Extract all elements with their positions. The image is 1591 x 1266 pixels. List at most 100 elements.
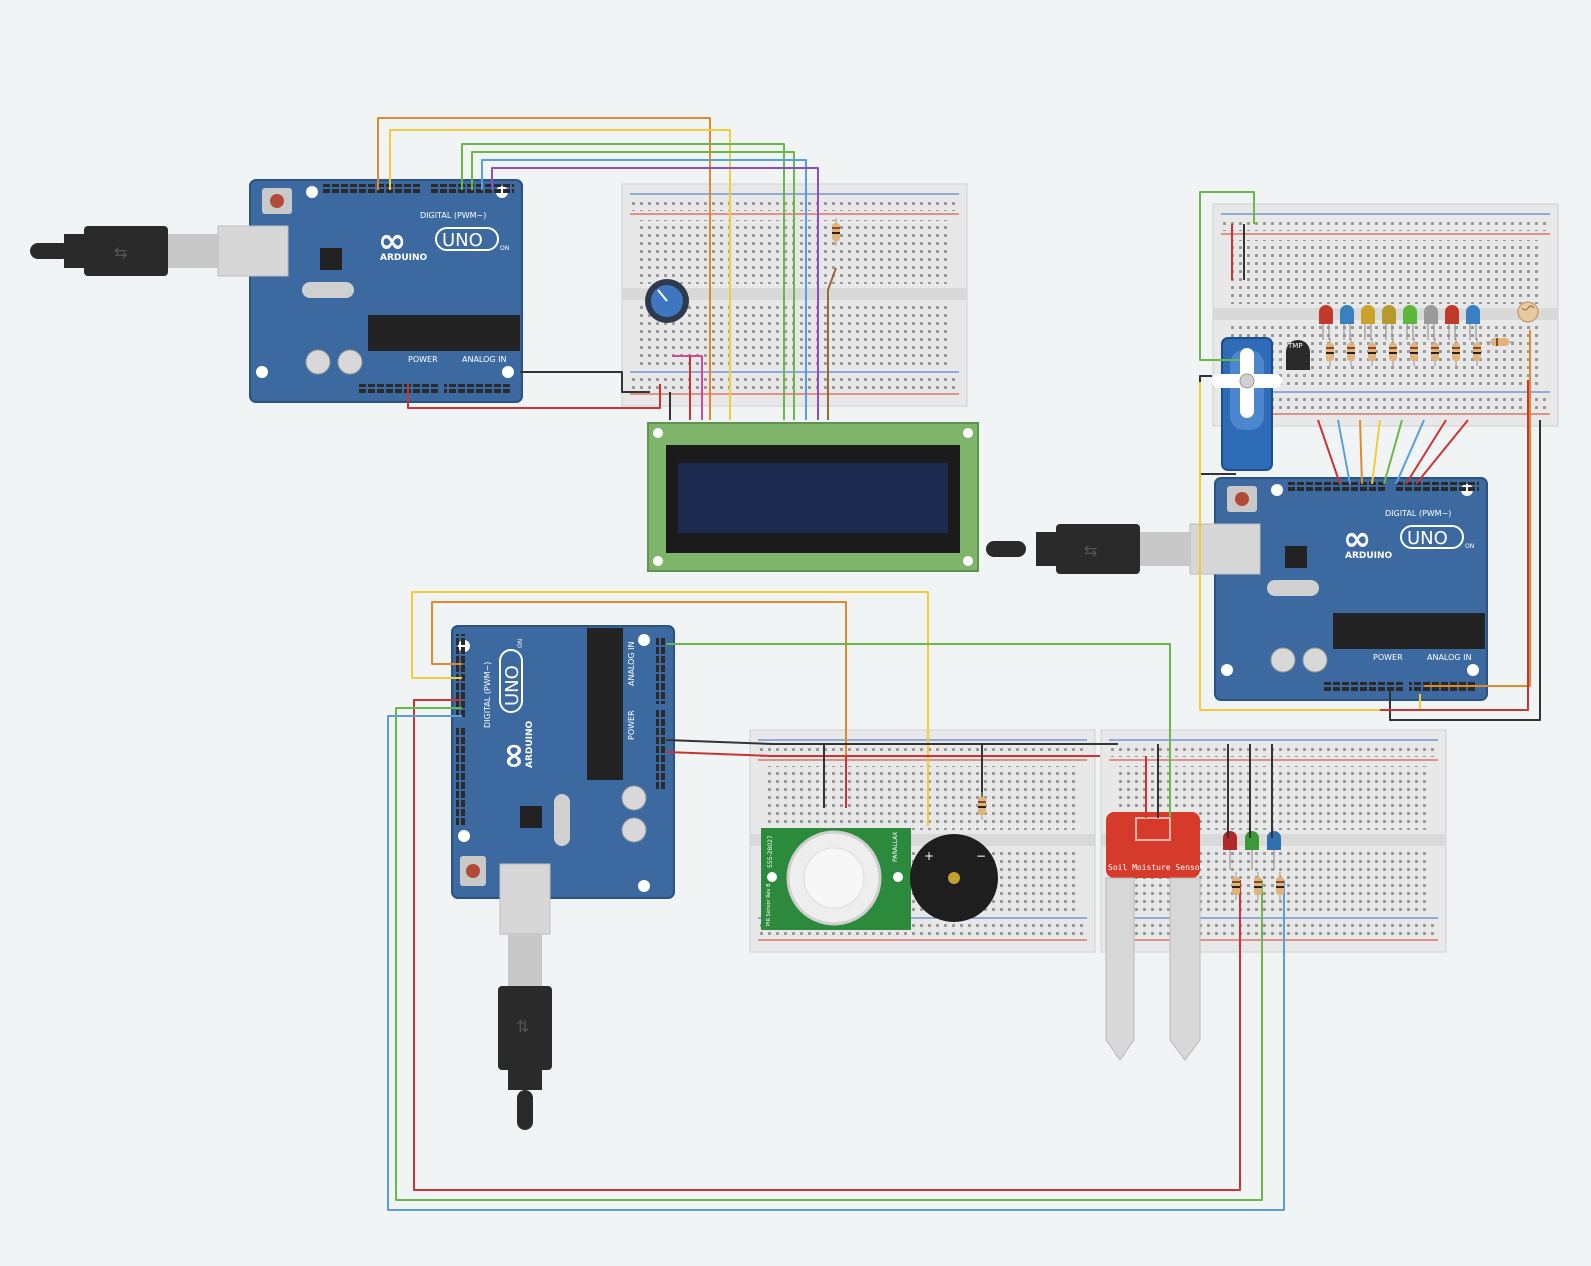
resistor-band: [1326, 347, 1334, 349]
soil-moisture-sensor[interactable]: Soil Moisture Sensor: [1105, 812, 1205, 1061]
wire-green[interactable]: [1383, 419, 1403, 485]
analog-in-label: ANALOG IN: [627, 642, 636, 687]
pir-part-label: 555-28027: [767, 835, 774, 868]
resistor-band: [832, 227, 840, 229]
led-icon: [1319, 305, 1333, 324]
temperature-sensor[interactable]: TMP: [1286, 340, 1310, 370]
resistor-band: [1473, 352, 1481, 354]
wire-black[interactable]: [1389, 420, 1541, 721]
resistor-band: [1473, 347, 1481, 349]
resistor-icon: [1491, 338, 1509, 346]
digital-pwm-label: DIGITAL (PWM~): [1385, 509, 1451, 518]
resistor-band: [1368, 352, 1376, 354]
wire-black[interactable]: [665, 739, 1118, 745]
led-icon: [1245, 831, 1259, 850]
led-icon: [1267, 831, 1281, 850]
wire-blue[interactable]: [387, 715, 1285, 1211]
wire-red[interactable]: [1317, 419, 1341, 485]
servo-motor[interactable]: [1212, 337, 1282, 471]
resistor-band: [1452, 347, 1460, 349]
analog-in-label: ANALOG IN: [462, 355, 507, 364]
resistor-band: [1276, 886, 1284, 888]
resistor-band: [1326, 352, 1334, 354]
wire-yellow[interactable]: [1199, 382, 1421, 711]
on-led-label: ON: [500, 245, 509, 252]
usb-icon: ⇅: [516, 1017, 529, 1036]
arduino-brand-label: ARDUINO: [380, 253, 428, 263]
resistor-band: [1254, 881, 1262, 883]
piezo-buzzer[interactable]: + −: [910, 834, 998, 922]
wire-green[interactable]: [471, 151, 795, 420]
wire-orange[interactable]: [431, 601, 847, 800]
arduino-uno-top-left[interactable]: ∞ UNO ARDUINO DIGITAL (PWM~) POWER ANALO…: [249, 179, 523, 403]
lcd-16x2-display[interactable]: [647, 422, 979, 572]
led-icon: [1424, 305, 1438, 324]
resistor-band: [1452, 352, 1460, 354]
wire-red[interactable]: [1415, 419, 1469, 485]
wire-red[interactable]: [413, 699, 1241, 1191]
led-array-right[interactable]: [1319, 305, 1480, 340]
usb-cable-bottom[interactable]: ⇅: [498, 863, 552, 1130]
arduino-uno-bottom-left[interactable]: ∞ UNO ARDUINO DIGITAL (PWM~) POWER ANALO…: [451, 625, 675, 899]
resistor-band: [1389, 352, 1397, 354]
arduino-uno-label: UNO: [442, 230, 483, 251]
wire-yellow[interactable]: [411, 591, 929, 826]
wire-orange[interactable]: [377, 117, 711, 420]
wire-red[interactable]: [665, 751, 1100, 757]
wire-green[interactable]: [461, 143, 785, 420]
wire-green[interactable]: [666, 643, 1171, 818]
arduino-logo-icon: ∞: [1343, 519, 1371, 559]
wire-blue[interactable]: [1337, 419, 1351, 485]
resistor-band: [1232, 886, 1240, 888]
photoresistor[interactable]: [1517, 301, 1539, 323]
led-icon: [1445, 305, 1459, 324]
wire-blue[interactable]: [1395, 419, 1425, 485]
wire-red[interactable]: [407, 384, 661, 409]
buzzer-minus-label: −: [976, 849, 986, 863]
resistor-band: [1254, 886, 1262, 888]
resistor-band: [978, 801, 986, 803]
resistor-band: [1410, 347, 1418, 349]
digital-pwm-label: DIGITAL (PWM~): [420, 211, 486, 220]
usb-icon: ⇆: [1084, 541, 1097, 560]
wire-orange[interactable]: [1359, 419, 1363, 485]
wire-layer[interactable]: [377, 117, 1541, 1211]
wire-brown[interactable]: [827, 267, 837, 420]
resistor-band: [1431, 352, 1439, 354]
potentiometer[interactable]: [645, 279, 689, 323]
wire-orange[interactable]: [1424, 330, 1531, 687]
usb-cable-right[interactable]: ⇆: [986, 523, 1261, 575]
wire-yellow[interactable]: [1371, 419, 1381, 485]
buzzer-plus-label: +: [924, 849, 934, 863]
led-icon: [1403, 305, 1417, 324]
power-label: POWER: [408, 355, 438, 364]
resistor-band: [1232, 881, 1240, 883]
pir-motion-sensor[interactable]: PARALLAX 555-28027 PIR Sensor Rev B: [761, 828, 911, 930]
usb-cable-top-left[interactable]: ⇆: [30, 225, 289, 277]
wire-pink[interactable]: [672, 355, 703, 420]
arduino-logo-icon: ∞: [378, 221, 406, 261]
arduino-uno-right[interactable]: ∞ UNO ARDUINO DIGITAL (PWM~) POWER ANALO…: [1214, 477, 1488, 701]
pir-side-label: PIR Sensor Rev B: [766, 883, 772, 926]
led-icon: [1382, 305, 1396, 324]
usb-icon: ⇆: [114, 243, 127, 262]
wire-red[interactable]: [1405, 419, 1447, 485]
soil-sensor-label: Soil Moisture Sensor: [1108, 863, 1205, 872]
wire-green[interactable]: [1199, 191, 1255, 361]
wire-black[interactable]: [520, 371, 650, 393]
wire-yellow[interactable]: [389, 129, 731, 420]
resistor-band: [978, 806, 986, 808]
wire-red[interactable]: [1380, 380, 1529, 711]
wire-purple[interactable]: [491, 167, 819, 420]
wire-blue[interactable]: [481, 159, 807, 420]
resistor-band: [1431, 347, 1439, 349]
wire-green[interactable]: [395, 707, 1263, 1201]
analog-in-label: ANALOG IN: [1427, 653, 1472, 662]
arduino-brand-label: ARDUINO: [525, 720, 535, 768]
arduino-uno-label: UNO: [1407, 528, 1448, 549]
resistor-band: [1347, 347, 1355, 349]
led-array-bottom[interactable]: [1223, 831, 1281, 870]
resistor-layer[interactable]: [832, 218, 1514, 900]
led-icon: [1361, 305, 1375, 324]
